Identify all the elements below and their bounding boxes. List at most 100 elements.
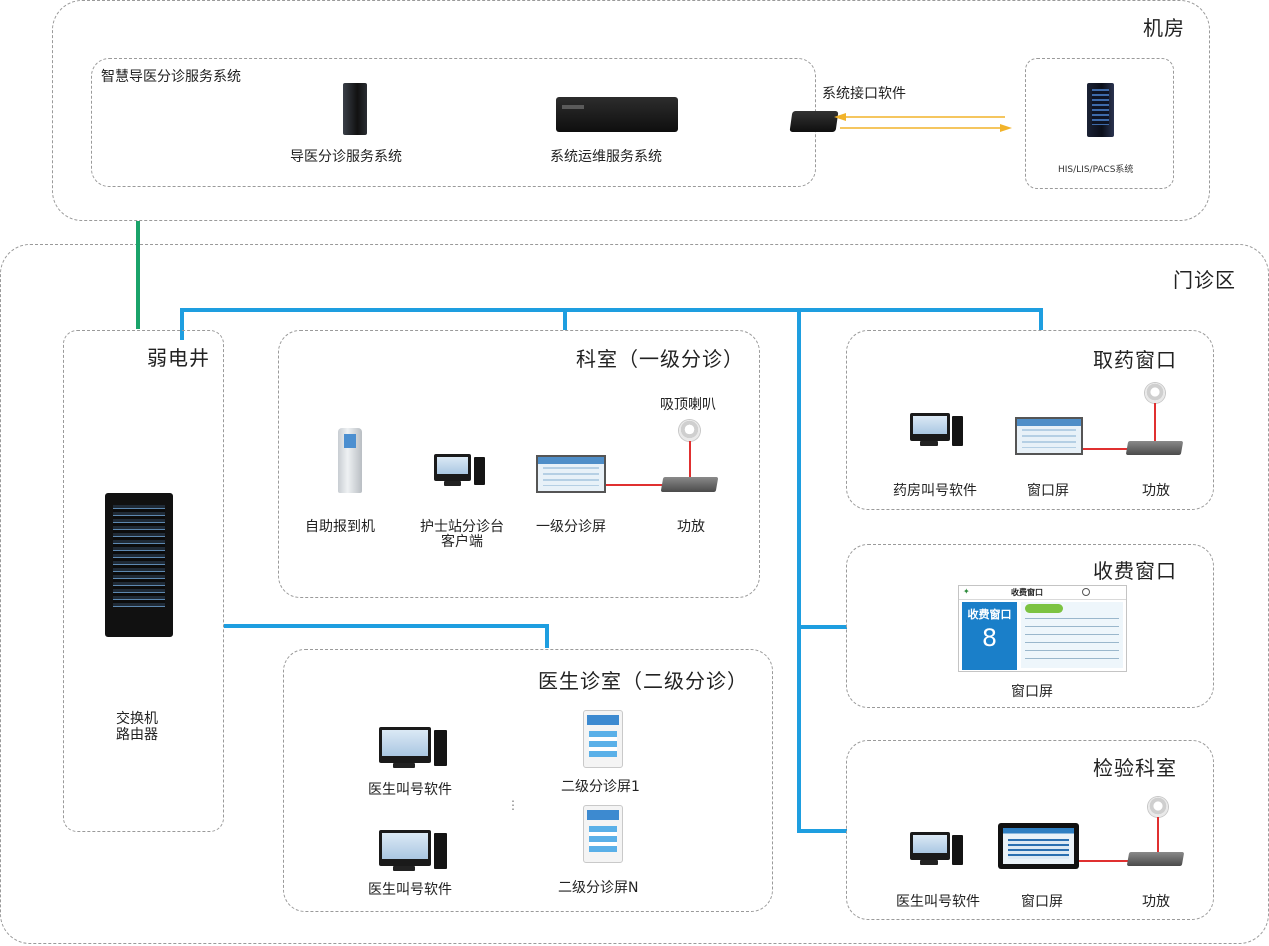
secondary-screen-label-1: 二级分诊屏1 bbox=[561, 779, 640, 795]
screen-to-amp-wire bbox=[606, 484, 664, 486]
notice-badge bbox=[1025, 604, 1063, 613]
amplifier-icon bbox=[660, 477, 719, 492]
net-to-doctor-h bbox=[224, 624, 549, 628]
pharmacy-amplifier-icon bbox=[1125, 441, 1184, 455]
secondary-screen-icon-1 bbox=[583, 710, 623, 768]
nurse-client-label-2: 客户端 bbox=[441, 534, 483, 550]
pharmacy-speaker-icon bbox=[1145, 383, 1165, 403]
lab-pc-base-icon bbox=[920, 860, 938, 865]
pharmacy-pc-monitor-icon bbox=[910, 413, 950, 441]
hospital-logo: ✦ bbox=[963, 587, 970, 596]
kiosk-icon bbox=[338, 428, 362, 493]
cashier-notice-panel bbox=[1021, 602, 1123, 668]
notice-text-lines bbox=[1025, 618, 1119, 662]
uplink-line bbox=[136, 221, 140, 329]
lab-pc-tower-icon bbox=[952, 835, 963, 865]
department-box bbox=[278, 330, 760, 598]
cashier-screen-header: ✦ 收费窗口 bbox=[959, 586, 1126, 600]
cashier-window-screen-icon: ✦ 收费窗口 收费窗口 8 bbox=[958, 585, 1127, 672]
lab-speaker-wire bbox=[1157, 817, 1159, 853]
doctor-call-software-label-n: 医生叫号软件 bbox=[368, 882, 452, 898]
lab-box bbox=[846, 740, 1214, 920]
net-drop-pharmacy bbox=[1039, 308, 1043, 330]
triage-server-label: 导医分诊服务系统 bbox=[290, 149, 402, 165]
nurse-pc-tower-icon bbox=[474, 457, 485, 485]
primary-triage-screen-label: 一级分诊屏 bbox=[536, 519, 606, 535]
cashier-window-label: 收费窗口 bbox=[967, 608, 1012, 621]
outpatient-title: 门诊区 bbox=[1173, 268, 1236, 292]
kiosk-label: 自助报到机 bbox=[305, 519, 375, 535]
arrow-head-left bbox=[834, 113, 846, 121]
doctor-room-title: 医生诊室（二级分诊） bbox=[538, 669, 748, 693]
triage-server-icon bbox=[343, 83, 367, 135]
ceiling-speaker-label: 吸顶喇叭 bbox=[660, 397, 716, 413]
nurse-pc-monitor-icon bbox=[434, 454, 471, 481]
pharmacy-pc-tower-icon bbox=[952, 416, 963, 446]
doctor-pc-tower-icon-1 bbox=[434, 730, 447, 766]
doctor-pc-tower-icon-n bbox=[434, 833, 447, 869]
net-top-bus bbox=[180, 308, 1043, 312]
net-trunk-vertical bbox=[797, 308, 801, 833]
doctor-pc-monitor-icon-n bbox=[379, 830, 431, 866]
clock-icon bbox=[1082, 588, 1090, 596]
cashier-title: 收费窗口 bbox=[1093, 559, 1177, 583]
net-branch-cashier bbox=[797, 625, 847, 629]
lab-window-screen-label: 窗口屏 bbox=[1021, 894, 1063, 910]
interface-arrows bbox=[834, 113, 1012, 132]
pharmacy-pc-base-icon bbox=[920, 441, 938, 446]
his-server-icon bbox=[1087, 83, 1114, 137]
doctor-call-software-label-1: 医生叫号软件 bbox=[368, 782, 452, 798]
pharmacy-speaker-wire bbox=[1154, 403, 1156, 441]
triage-system-box-title: 智慧导医分诊服务系统 bbox=[101, 69, 241, 85]
server-room-title: 机房 bbox=[1143, 16, 1185, 40]
cashier-box bbox=[846, 544, 1214, 708]
lab-speaker-icon bbox=[1148, 797, 1168, 817]
lab-amplifier-icon bbox=[1126, 852, 1185, 866]
net-drop-dept bbox=[563, 308, 567, 330]
lab-pc-monitor-icon bbox=[910, 832, 950, 860]
net-branch-lab bbox=[797, 829, 847, 833]
pharmacy-box bbox=[846, 330, 1214, 510]
amplifier-label: 功放 bbox=[677, 519, 705, 535]
doctor-pc-base-icon-1 bbox=[393, 763, 415, 768]
cashier-window-screen-label: 窗口屏 bbox=[1011, 684, 1053, 700]
cashier-screen-header-title: 收费窗口 bbox=[1011, 588, 1043, 597]
switch-label: 交换机 bbox=[116, 711, 158, 727]
arrow-head-right bbox=[1000, 124, 1012, 132]
ceiling-speaker-icon bbox=[679, 420, 700, 441]
lab-title: 检验科室 bbox=[1093, 756, 1177, 780]
nurse-pc-base-icon bbox=[444, 481, 461, 486]
his-system-label: HIS/LIS/PACS系统 bbox=[1058, 165, 1134, 175]
nurse-client-label: 护士站分诊台 bbox=[420, 519, 504, 535]
doctor-pc-base-icon-n bbox=[393, 866, 415, 871]
cashier-window-number: 8 bbox=[981, 624, 998, 652]
pharmacy-amplifier-label: 功放 bbox=[1142, 483, 1170, 499]
pharmacy-window-screen-icon bbox=[1015, 417, 1083, 455]
pharmacy-call-software-label: 药房叫号软件 bbox=[893, 483, 977, 499]
net-drop-well bbox=[180, 308, 184, 340]
pharmacy-window-screen-label: 窗口屏 bbox=[1027, 483, 1069, 499]
switch-rack-icon bbox=[105, 493, 173, 637]
lab-amplifier-label: 功放 bbox=[1142, 894, 1170, 910]
doctor-pc-monitor-icon-1 bbox=[379, 727, 431, 763]
pharmacy-screen-to-amp-wire bbox=[1083, 448, 1128, 450]
cashier-window-panel: 收费窗口 8 bbox=[962, 602, 1017, 670]
net-to-doctor-v bbox=[545, 624, 549, 648]
server-room-zone bbox=[52, 0, 1210, 221]
lab-call-software-label: 医生叫号软件 bbox=[896, 894, 980, 910]
department-title: 科室（一级分诊） bbox=[576, 347, 744, 371]
weak-current-well-box bbox=[63, 330, 224, 832]
ops-server-icon bbox=[556, 97, 678, 132]
weak-current-well-title: 弱电井 bbox=[147, 346, 210, 370]
lab-window-screen-icon bbox=[998, 823, 1079, 869]
ops-server-label: 系统运维服务系统 bbox=[550, 149, 662, 165]
more-screens-ellipsis: ⋮ bbox=[507, 798, 519, 812]
interface-software-label: 系统接口软件 bbox=[822, 86, 906, 102]
primary-triage-screen-icon bbox=[536, 455, 606, 493]
speaker-wire bbox=[689, 441, 691, 477]
router-label: 路由器 bbox=[116, 727, 158, 743]
his-system-box bbox=[1025, 58, 1174, 189]
doctor-room-box bbox=[283, 649, 773, 912]
secondary-screen-icon-n bbox=[583, 805, 623, 863]
lab-screen-to-amp-wire bbox=[1079, 860, 1129, 862]
